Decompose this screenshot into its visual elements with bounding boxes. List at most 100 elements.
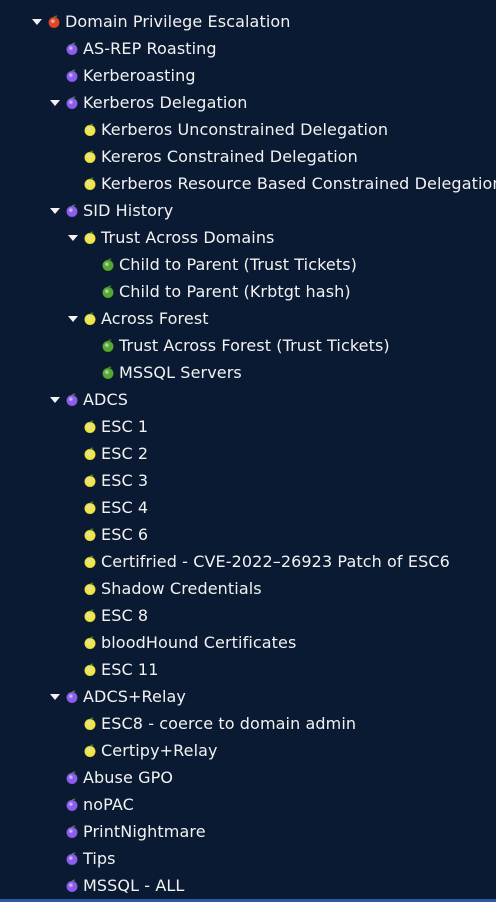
tree-node[interactable]: ESC 3	[67, 467, 148, 494]
tree-node[interactable]: ESC8 - coerce to domain admin	[67, 710, 356, 737]
tree-node-label: Across Forest	[101, 309, 209, 328]
tree-node-label: ESC 1	[101, 417, 149, 436]
node-bullet-icon	[65, 96, 79, 110]
node-bullet-icon	[65, 879, 79, 893]
tree-node[interactable]: Certifried - CVE-2022–26923 Patch of ESC…	[67, 548, 450, 575]
node-bullet-icon	[65, 771, 79, 785]
tree-node-label: SID History	[83, 201, 174, 220]
node-bullet-icon	[83, 528, 97, 542]
tree-node-label: Kerberoasting	[83, 66, 196, 85]
node-bullet-icon	[83, 555, 97, 569]
tree-node[interactable]: Child to Parent (Krbtgt hash)	[85, 278, 351, 305]
tree-node[interactable]: Abuse GPO	[49, 764, 173, 791]
node-bullet-icon	[101, 258, 115, 272]
tree-node-label: Trust Across Forest (Trust Tickets)	[119, 336, 390, 355]
tree-node-label: ESC 4	[101, 498, 149, 517]
node-bullet-icon	[65, 42, 79, 56]
tree-node-label: ESC 3	[101, 471, 149, 490]
tree-node-label: PrintNightmare	[83, 822, 206, 841]
node-bullet-icon	[65, 852, 79, 866]
node-bullet-icon	[83, 447, 97, 461]
tree-node-label: Certifried - CVE-2022–26923 Patch of ESC…	[101, 552, 450, 571]
tree-node[interactable]: ADCS	[49, 386, 128, 413]
tree-node[interactable]: ESC 8	[67, 602, 148, 629]
node-bullet-icon	[83, 744, 97, 758]
node-bullet-icon	[83, 474, 97, 488]
expand-collapse-triangle-icon[interactable]	[49, 394, 61, 406]
tree-node-label: AS-REP Roasting	[83, 39, 217, 58]
node-bullet-icon	[83, 150, 97, 164]
tree-node[interactable]: bloodHound Certificates	[67, 629, 296, 656]
tree-node-label: ESC 8	[101, 606, 149, 625]
tree-node[interactable]: Tips	[49, 845, 116, 872]
node-bullet-icon	[83, 663, 97, 677]
node-bullet-icon	[83, 609, 97, 623]
node-bullet-icon	[65, 825, 79, 839]
tree-node[interactable]: noPAC	[49, 791, 134, 818]
tree-node[interactable]: ESC 4	[67, 494, 148, 521]
tree-node[interactable]: Trust Across Forest (Trust Tickets)	[85, 332, 390, 359]
tree-node[interactable]: Child to Parent (Trust Tickets)	[85, 251, 357, 278]
node-bullet-icon	[83, 636, 97, 650]
tree-node[interactable]: MSSQL Servers	[85, 359, 242, 386]
tree-node[interactable]: ESC 11	[67, 656, 158, 683]
tree-node-label: ESC 2	[101, 444, 149, 463]
node-bullet-icon	[47, 15, 61, 29]
tree-node-label: ESC 6	[101, 525, 149, 544]
tree-node[interactable]: Trust Across Domains	[67, 224, 275, 251]
node-bullet-icon	[65, 690, 79, 704]
tree-node[interactable]: AS-REP Roasting	[49, 35, 217, 62]
tree-node-label: Kerberos Resource Based Constrained Dele…	[101, 174, 496, 193]
tree-node[interactable]: Kerberos Delegation	[49, 89, 248, 116]
node-bullet-icon	[65, 204, 79, 218]
node-bullet-icon	[65, 69, 79, 83]
tree-node[interactable]: ADCS+Relay	[49, 683, 186, 710]
tree-node-label: Child to Parent (Trust Tickets)	[119, 255, 357, 274]
node-bullet-icon	[65, 393, 79, 407]
node-bullet-icon	[83, 123, 97, 137]
tree-node[interactable]: Shadow Credentials	[67, 575, 262, 602]
tree-node[interactable]: Kerberos Unconstrained Delegation	[67, 116, 388, 143]
tree-node-label: ESC 11	[101, 660, 159, 679]
tree-node-label: bloodHound Certificates	[101, 633, 297, 652]
expand-collapse-triangle-icon[interactable]	[31, 16, 43, 28]
tree-node[interactable]: ESC 6	[67, 521, 148, 548]
tree-node-label: ESC8 - coerce to domain admin	[101, 714, 357, 733]
tree-node[interactable]: ESC 2	[67, 440, 148, 467]
expand-collapse-triangle-icon[interactable]	[49, 691, 61, 703]
tree-node[interactable]: Kerberoasting	[49, 62, 196, 89]
node-bullet-icon	[83, 501, 97, 515]
tree-node[interactable]: Across Forest	[67, 305, 209, 332]
tree-node[interactable]: Certipy+Relay	[67, 737, 218, 764]
tree-node[interactable]: Kereros Constrained Delegation	[67, 143, 358, 170]
node-bullet-icon	[65, 798, 79, 812]
expand-collapse-triangle-icon[interactable]	[49, 205, 61, 217]
bottom-scrollbar-edge	[0, 899, 496, 902]
expand-collapse-triangle-icon[interactable]	[67, 232, 79, 244]
tree-node[interactable]: MSSQL - ALL	[49, 872, 184, 899]
tree-node-label: Kerberos Delegation	[83, 93, 248, 112]
tree-node-label: Domain Privilege Escalation	[65, 12, 291, 31]
expand-collapse-triangle-icon[interactable]	[49, 97, 61, 109]
tree-node[interactable]: Domain Privilege Escalation	[31, 8, 291, 35]
tree-node[interactable]: SID History	[49, 197, 173, 224]
tree-node-label: Kerberos Unconstrained Delegation	[101, 120, 389, 139]
tree-node-label: ADCS	[83, 390, 128, 409]
tree-node-label: Child to Parent (Krbtgt hash)	[119, 282, 351, 301]
node-bullet-icon	[83, 231, 97, 245]
tree-node-label: Certipy+Relay	[101, 741, 218, 760]
tree-node-label: Shadow Credentials	[101, 579, 262, 598]
tree-node-label: Kereros Constrained Delegation	[101, 147, 358, 166]
top-scroll-edge	[0, 0, 496, 3]
expand-collapse-triangle-icon[interactable]	[67, 313, 79, 325]
node-bullet-icon	[83, 582, 97, 596]
tree-node[interactable]: Kerberos Resource Based Constrained Dele…	[67, 170, 496, 197]
node-bullet-icon	[83, 312, 97, 326]
tree-node[interactable]: ESC 1	[67, 413, 148, 440]
tree-node-label: Trust Across Domains	[101, 228, 275, 247]
tree-node-label: ADCS+Relay	[83, 687, 186, 706]
node-bullet-icon	[83, 717, 97, 731]
node-bullet-icon	[101, 285, 115, 299]
tree-node[interactable]: PrintNightmare	[49, 818, 206, 845]
tree-node-label: noPAC	[83, 795, 134, 814]
